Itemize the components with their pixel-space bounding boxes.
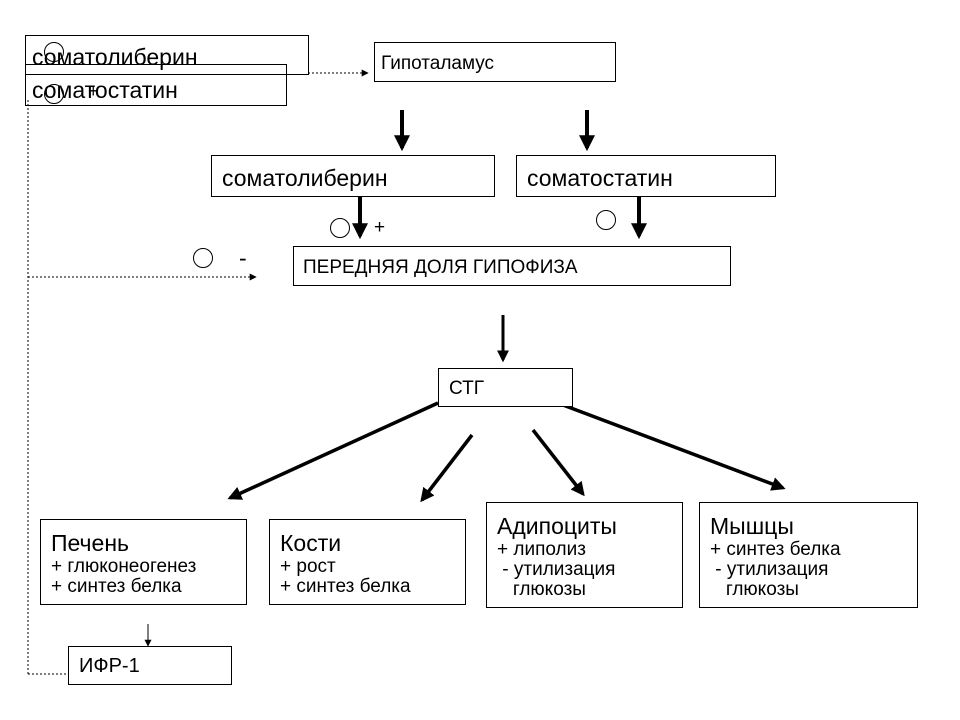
muscles-effect-protein-synthesis: + синтез белка: [710, 539, 841, 560]
somatostatin-box: соматостатин: [516, 155, 776, 197]
somatoliberin-effect-circle: [330, 218, 350, 238]
pituitary-box: ПЕРЕДНЯЯ ДОЛЯ ГИПОФИЗА: [293, 246, 731, 286]
liver-effect-protein-synthesis: + синтез белка: [51, 576, 182, 597]
feedback-effect-circle: [193, 248, 213, 268]
muscles-effects: + синтез белка - утилизация глюкозы: [710, 540, 841, 600]
somatoliberin-label: соматолиберин: [222, 165, 388, 191]
hypothalamus-box: Гипоталамус: [374, 42, 616, 82]
top-left-somatostatin-label: соматостатин: [32, 77, 178, 103]
somatoliberin-box: соматолиберин: [211, 155, 495, 197]
adipocytes-title: Адипоциты: [497, 513, 617, 539]
liver-box: Печень + глюконеогенез + синтез белка: [40, 519, 247, 605]
bones-effect-protein-synthesis: + синтез белка: [280, 576, 411, 597]
top-left-plus-sign: +: [88, 81, 99, 101]
stg-label: СТГ: [449, 378, 484, 399]
muscles-effect-glucose: глюкозы: [710, 579, 799, 600]
top-left-box-upper: [25, 35, 309, 75]
adipocytes-effect-utilization: - утилизация: [497, 559, 616, 580]
top-left-somatoliberin-label: соматолиберин: [32, 44, 198, 70]
adipocytes-effect-lipolysis: + липолиз: [497, 539, 586, 560]
hypothalamus-label: Гипоталамус: [381, 53, 495, 74]
bones-title: Кости: [280, 530, 342, 556]
somatostatin-label: соматостатин: [527, 165, 673, 191]
liver-effects: + глюконеогенез + синтез белка: [51, 557, 196, 597]
arrow-stg-to-liver: [227, 401, 439, 500]
top-left-box-lower: [25, 64, 287, 106]
bones-effect-growth: + рост: [280, 556, 336, 577]
top-left-circle-lower: [44, 84, 64, 104]
feedback-minus-sign: -: [239, 245, 247, 271]
muscles-effect-utilization: - утилизация: [710, 559, 829, 580]
muscles-title: Мышцы: [710, 513, 794, 539]
bones-effects: + рост + синтез белка: [280, 557, 411, 597]
arrow-stg-to-bones: [420, 433, 474, 503]
liver-title: Печень: [51, 530, 130, 556]
bones-box: Кости + рост + синтез белка: [269, 519, 466, 605]
adipocytes-effect-glucose: глюкозы: [497, 579, 586, 600]
stg-box: СТГ: [438, 368, 573, 407]
top-left-circle-upper: [44, 42, 64, 62]
arrow-stg-to-adipocytes: [531, 428, 585, 497]
adipocytes-effects: + липолиз - утилизация глюкозы: [497, 540, 615, 600]
muscles-box: Мышцы + синтез белка - утилизация глюкоз…: [699, 502, 918, 608]
igf-box: ИФР-1: [68, 646, 232, 685]
adipocytes-box: Адипоциты + липолиз - утилизация глюкозы: [486, 502, 683, 608]
igf-label: ИФР-1: [79, 655, 140, 677]
liver-effect-gluconeogenesis: + глюконеогенез: [51, 556, 197, 577]
arrow-stg-to-muscles: [562, 403, 786, 491]
somatoliberin-plus-sign: +: [374, 217, 386, 238]
somatostatin-effect-circle: [596, 210, 616, 230]
pituitary-label: ПЕРЕДНЯЯ ДОЛЯ ГИПОФИЗА: [303, 257, 578, 278]
